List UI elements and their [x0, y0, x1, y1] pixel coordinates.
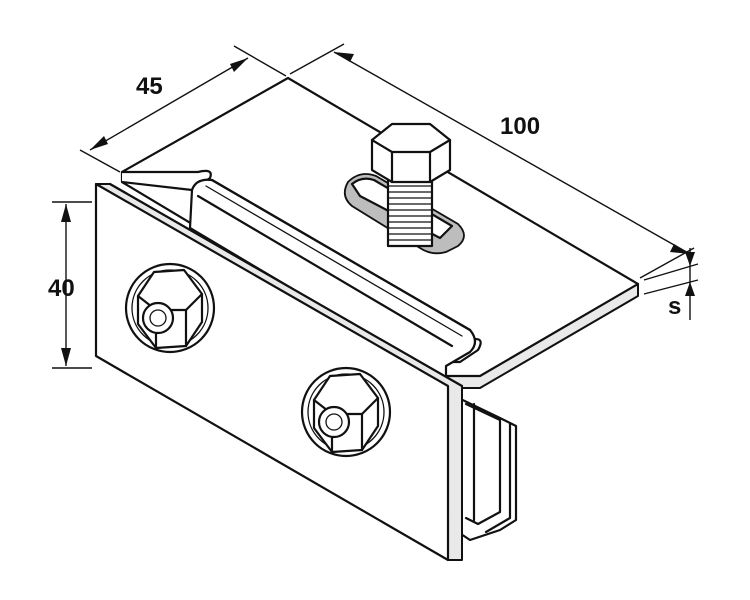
dimension-width: 45	[79, 45, 287, 173]
hinge-bend	[188, 178, 477, 382]
nut-left	[124, 262, 216, 354]
u-channel-bracket	[444, 390, 518, 542]
thickness-dimension-label: s	[668, 293, 681, 320]
nut-right	[300, 366, 392, 458]
dimension-height: 40	[48, 201, 92, 369]
height-dimension-label: 40	[48, 275, 75, 302]
slot-with-bolt	[343, 122, 465, 255]
width-dimension-label: 45	[136, 73, 163, 100]
dimension-thickness: s	[643, 248, 699, 320]
dimension-length: 100	[289, 43, 695, 279]
length-dimension-label: 100	[500, 113, 540, 140]
